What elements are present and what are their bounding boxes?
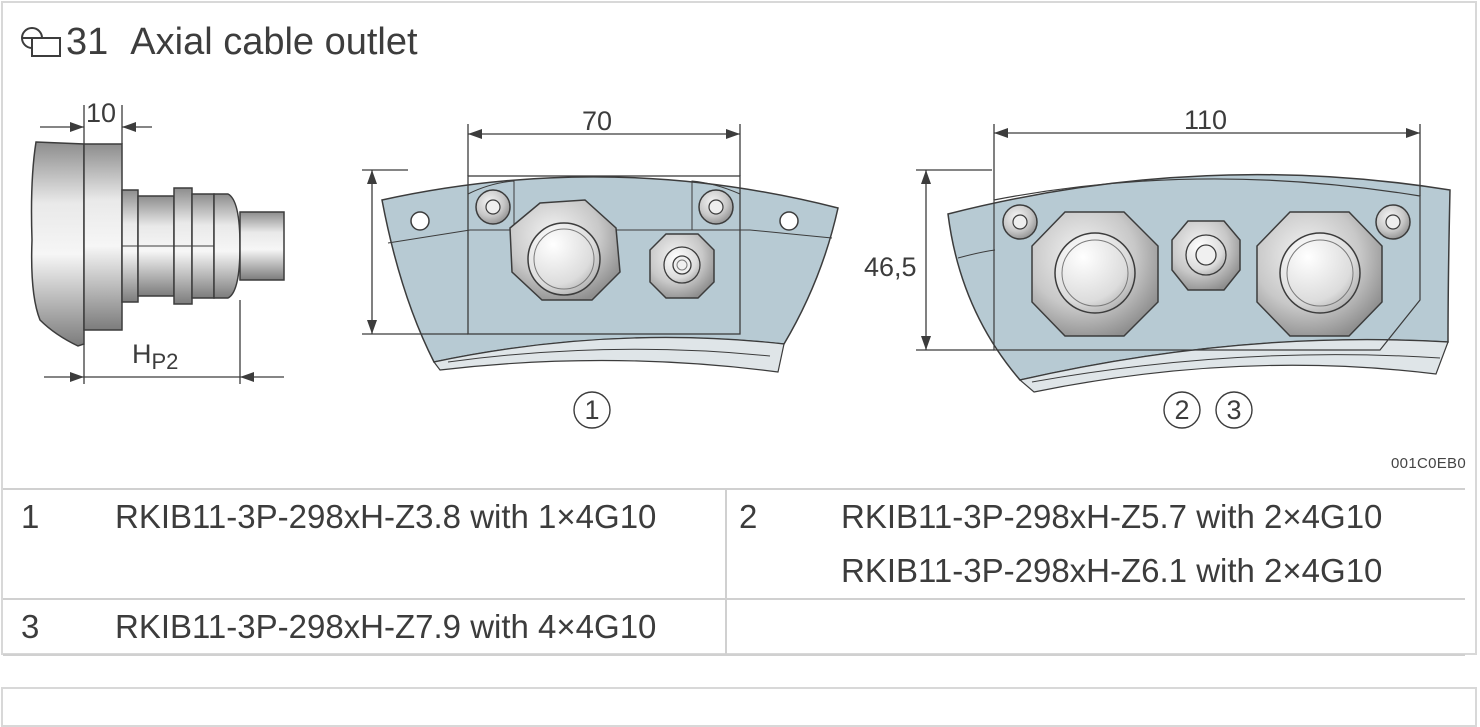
callout-2: 2 [1174, 395, 1189, 425]
single-outlet-view [362, 124, 839, 429]
dim-double-width: 110 [1184, 105, 1227, 135]
figure-title-text: Axial cable outlet [130, 20, 418, 63]
figure-code: 001C0EB0 [1391, 455, 1466, 472]
legend-number: 1 [21, 498, 40, 535]
legend-text-line: RKIB11-3P-298xH-Z6.1 with 2×4G10 [841, 552, 1383, 589]
side-view [30, 105, 285, 384]
legend-row: 3 RKIB11-3P-298xH-Z7.9 with 4×4G10 [3, 599, 1465, 655]
figure-number: 31 [66, 20, 109, 63]
callout-3: 3 [1226, 395, 1241, 425]
legend-number: 3 [21, 608, 40, 645]
figure-icon [21, 27, 61, 57]
legend-text: RKIB11-3P-298xH-Z3.8 with 1×4G10 [115, 498, 657, 535]
dim-side-height: HP2 [132, 339, 178, 374]
legend-number: 2 [725, 489, 841, 599]
legend-row: 1 RKIB11-3P-298xH-Z3.8 with 1×4G10 2 RKI… [3, 489, 1465, 599]
legend-empty-cell [841, 599, 1465, 655]
legend-table: 1 RKIB11-3P-298xH-Z3.8 with 1×4G10 2 RKI… [3, 488, 1465, 656]
dim-height: 46,5 [864, 252, 917, 282]
legend-text-line: RKIB11-3P-298xH-Z5.7 with 2×4G10 [841, 498, 1383, 535]
callout-1: 1 [584, 395, 599, 425]
legend-text: RKIB11-3P-298xH-Z5.7 with 2×4G10 RKIB11-… [841, 489, 1465, 599]
legend-text: RKIB11-3P-298xH-Z7.9 with 4×4G10 [115, 608, 657, 645]
technical-drawing: 10 HP2 70 1 [30, 98, 1451, 429]
figure-title: 31 Axial cable outlet [18, 18, 418, 66]
next-figure-frame [1, 687, 1477, 727]
double-outlet-view [916, 124, 1451, 429]
dim-single-width: 70 [582, 106, 612, 136]
legend-empty-cell [725, 599, 841, 655]
dim-side-width: 10 [86, 98, 116, 128]
